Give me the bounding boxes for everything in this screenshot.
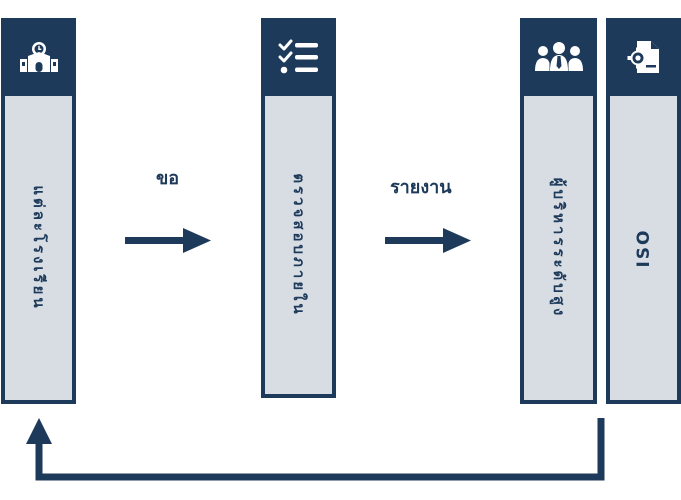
column-iso-panel: ISO xyxy=(610,96,677,400)
column-school-header xyxy=(1,18,76,96)
right-arrow-icon xyxy=(125,228,211,253)
column-school-panel: แต่ละโรงเรียน xyxy=(5,96,72,400)
school-icon xyxy=(19,42,58,72)
column-audit: ตรวจสอบภายใน xyxy=(261,18,336,398)
column-school: แต่ละโรงเรียน xyxy=(1,18,76,404)
checklist-icon xyxy=(278,39,318,74)
column-audit-header xyxy=(261,18,336,96)
right-arrow-icon xyxy=(385,228,471,253)
column-audit-panel: ตรวจสอบภายใน xyxy=(265,96,332,394)
column-iso: ISO xyxy=(606,18,681,404)
column-iso-header xyxy=(606,18,681,96)
column-top-management-panel: ผู้บริหารระดับสูง xyxy=(524,96,593,400)
group-icon xyxy=(534,42,583,71)
column-top-management: ผู้บริหารระดับสูง xyxy=(520,18,597,404)
request-label: ขอ xyxy=(156,168,180,189)
certificate-gear-icon xyxy=(627,41,659,73)
report-label: รายงาน xyxy=(390,177,452,198)
column-top-management-header xyxy=(520,18,597,96)
